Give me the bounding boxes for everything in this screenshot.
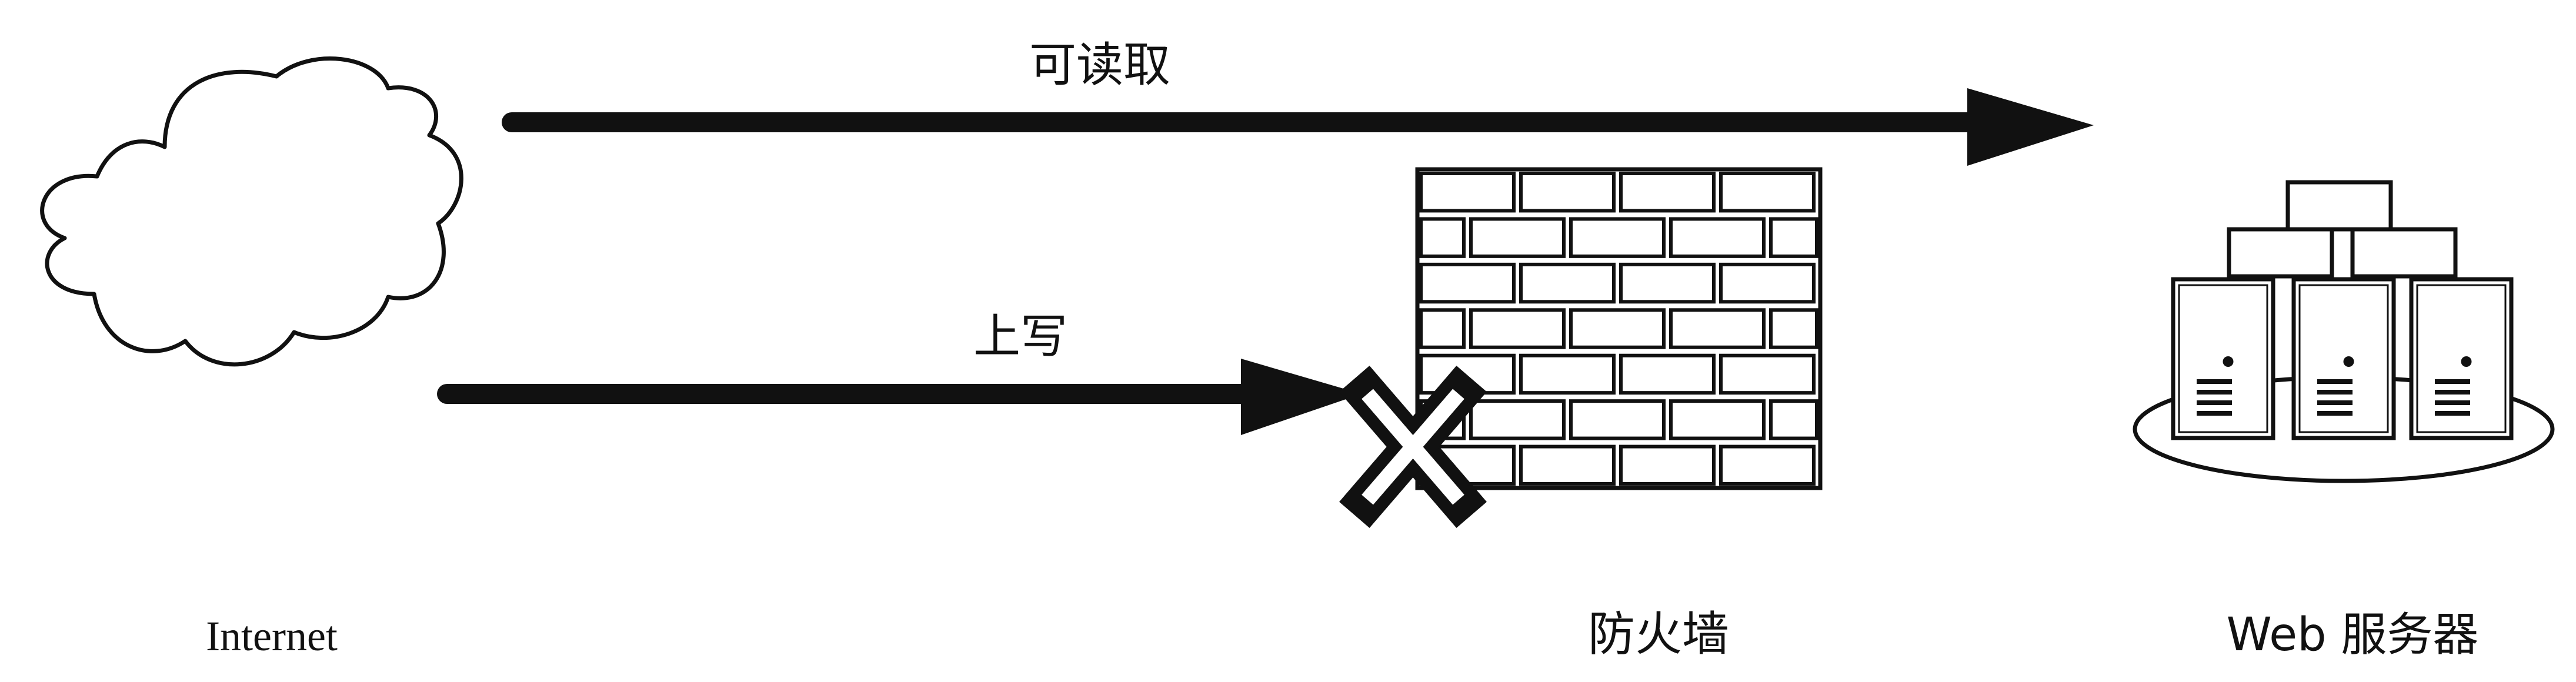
- wall-brick: [1769, 217, 1818, 258]
- wall-brick: [1619, 353, 1716, 395]
- wall-brick: [1419, 262, 1516, 304]
- wall-brick: [1419, 308, 1466, 349]
- wall-brick: [1769, 399, 1818, 440]
- read-arrow: [502, 88, 2094, 166]
- wall-brick: [1469, 217, 1566, 258]
- wall-brick: [1519, 353, 1616, 395]
- wall-brick: [1569, 308, 1666, 349]
- web-server-label: Web 服务器: [2227, 609, 2479, 661]
- wall-brick: [1419, 172, 1516, 213]
- internet-label: Internet: [206, 613, 338, 660]
- firewall-label: 防火墙: [1588, 607, 1729, 661]
- wall-brick: [1619, 444, 1716, 486]
- wall-brick: [1419, 217, 1466, 258]
- server-tower: [2409, 277, 2514, 440]
- wall-brick: [1469, 308, 1566, 349]
- wall-brick: [1619, 262, 1716, 304]
- wall-brick: [1769, 308, 1818, 349]
- wall-brick: [1669, 217, 1766, 258]
- wall-brick: [1669, 308, 1766, 349]
- wall-brick: [1519, 262, 1616, 304]
- wall-brick: [1719, 262, 1816, 304]
- wall-brick: [1519, 172, 1616, 213]
- write-arrow: [437, 359, 1362, 435]
- wall-brick: [1719, 444, 1816, 486]
- wall-brick: [1719, 353, 1816, 395]
- wall-brick: [1569, 399, 1666, 440]
- read-arrow-label: 可读取: [1029, 38, 1170, 92]
- brick-wall-icon: [1415, 167, 1823, 490]
- wall-brick: [1469, 399, 1566, 440]
- x-mark-icon: [1339, 366, 1487, 528]
- server-tower: [2291, 277, 2396, 440]
- server-tower: [2171, 277, 2275, 440]
- write-arrow-label: 上写: [973, 309, 1067, 364]
- cloud-icon: [40, 56, 463, 367]
- server-cluster-icon: [2133, 180, 2555, 483]
- wall-brick: [1719, 172, 1816, 213]
- wall-brick: [1619, 172, 1716, 213]
- wall-brick: [1519, 444, 1616, 486]
- wall-brick: [1669, 399, 1766, 440]
- wall-brick: [1569, 217, 1666, 258]
